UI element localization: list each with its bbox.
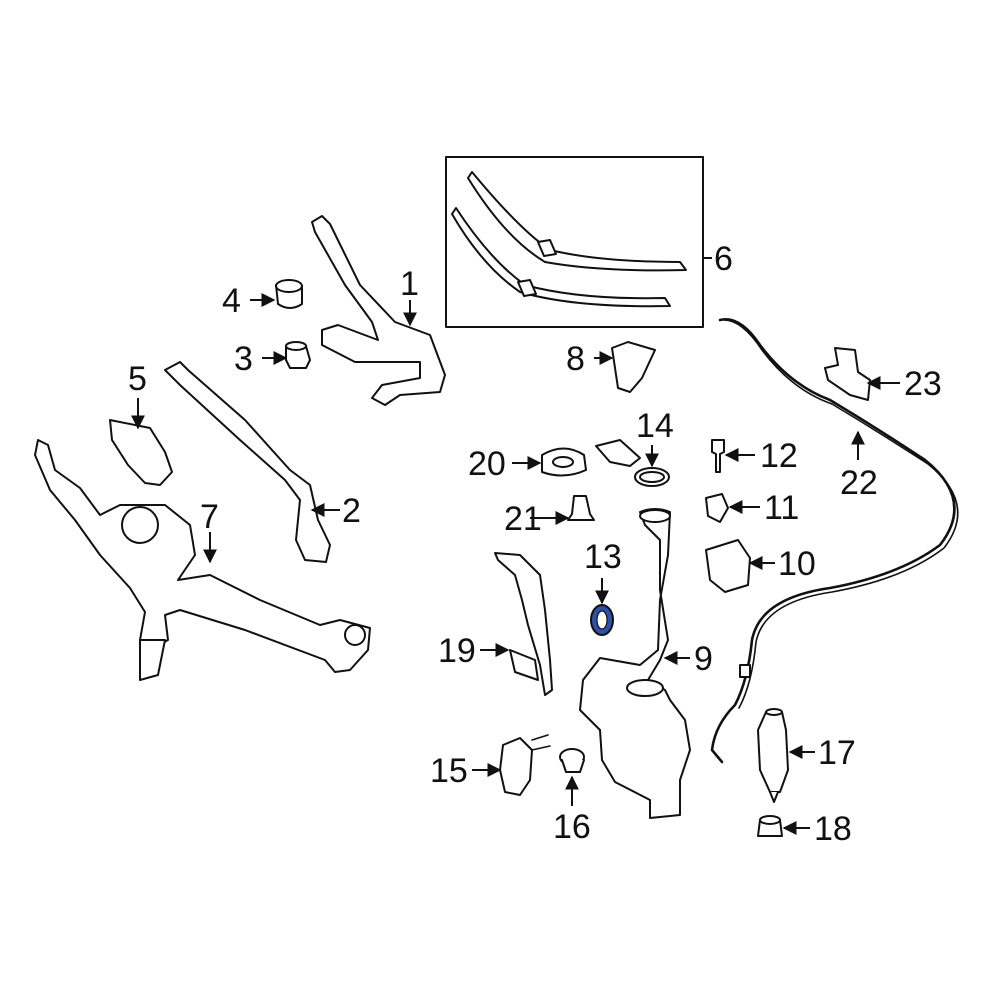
part-18-grommet[interactable] — [757, 815, 783, 837]
part-11-clip[interactable] — [705, 493, 729, 523]
callout-7: 7 — [200, 498, 219, 536]
callout-13: 13 — [584, 538, 622, 576]
part-6-wiper-blades[interactable] — [445, 156, 704, 328]
callout-16: 16 — [553, 808, 591, 846]
part-21-grommet[interactable] — [567, 495, 595, 521]
callout-23: 23 — [904, 365, 942, 403]
part-2-wiper-arm[interactable] — [164, 361, 331, 563]
part-10-cover[interactable] — [705, 539, 751, 593]
part-23-clip[interactable] — [824, 347, 871, 401]
callout-21: 21 — [504, 500, 542, 538]
callout-12: 12 — [760, 437, 798, 475]
callout-14: 14 — [636, 407, 674, 445]
callout-19: 19 — [438, 632, 476, 670]
callout-11: 11 — [764, 489, 799, 527]
part-19-bracket[interactable] — [494, 552, 553, 696]
callout-17: 17 — [818, 734, 856, 772]
part-4-nut-cap[interactable] — [275, 279, 303, 309]
callout-6: 6 — [714, 240, 733, 278]
callout-22: 22 — [840, 464, 878, 502]
callout-8: 8 — [566, 340, 585, 378]
part-17-washer-pump[interactable] — [757, 708, 789, 803]
callout-4: 4 — [222, 282, 241, 320]
part-20-cap[interactable] — [541, 447, 587, 477]
part-5-cover[interactable] — [109, 419, 173, 486]
callout-15: 15 — [430, 752, 468, 790]
callout-20: 20 — [468, 445, 506, 483]
part-7-wiper-linkage[interactable] — [34, 439, 371, 681]
part-16-plug[interactable] — [559, 748, 585, 773]
part-9-washer-reservoir[interactable] — [579, 508, 691, 819]
part-22-washer-hose[interactable] — [710, 318, 959, 764]
callout-labels: 1 2 3 4 5 6 7 8 9 10 11 12 13 14 15 16 1… — [128, 240, 942, 848]
callout-18: 18 — [814, 810, 852, 848]
part-8-bracket[interactable] — [611, 341, 656, 393]
part-15-sensor[interactable] — [499, 734, 551, 796]
leader-lines — [131, 257, 900, 835]
callout-9: 9 — [694, 640, 713, 678]
part-13-o-ring[interactable] — [590, 604, 614, 636]
callout-2: 2 — [342, 492, 361, 530]
callout-3: 3 — [234, 340, 253, 378]
callout-10: 10 — [778, 545, 816, 583]
callout-1: 1 — [400, 265, 419, 303]
part-1-wiper-arm[interactable] — [311, 215, 446, 406]
part-3-nut[interactable] — [285, 341, 311, 369]
part-12-bolt[interactable] — [711, 439, 725, 473]
part-14-seal[interactable] — [595, 439, 670, 487]
callout-5: 5 — [128, 360, 147, 398]
